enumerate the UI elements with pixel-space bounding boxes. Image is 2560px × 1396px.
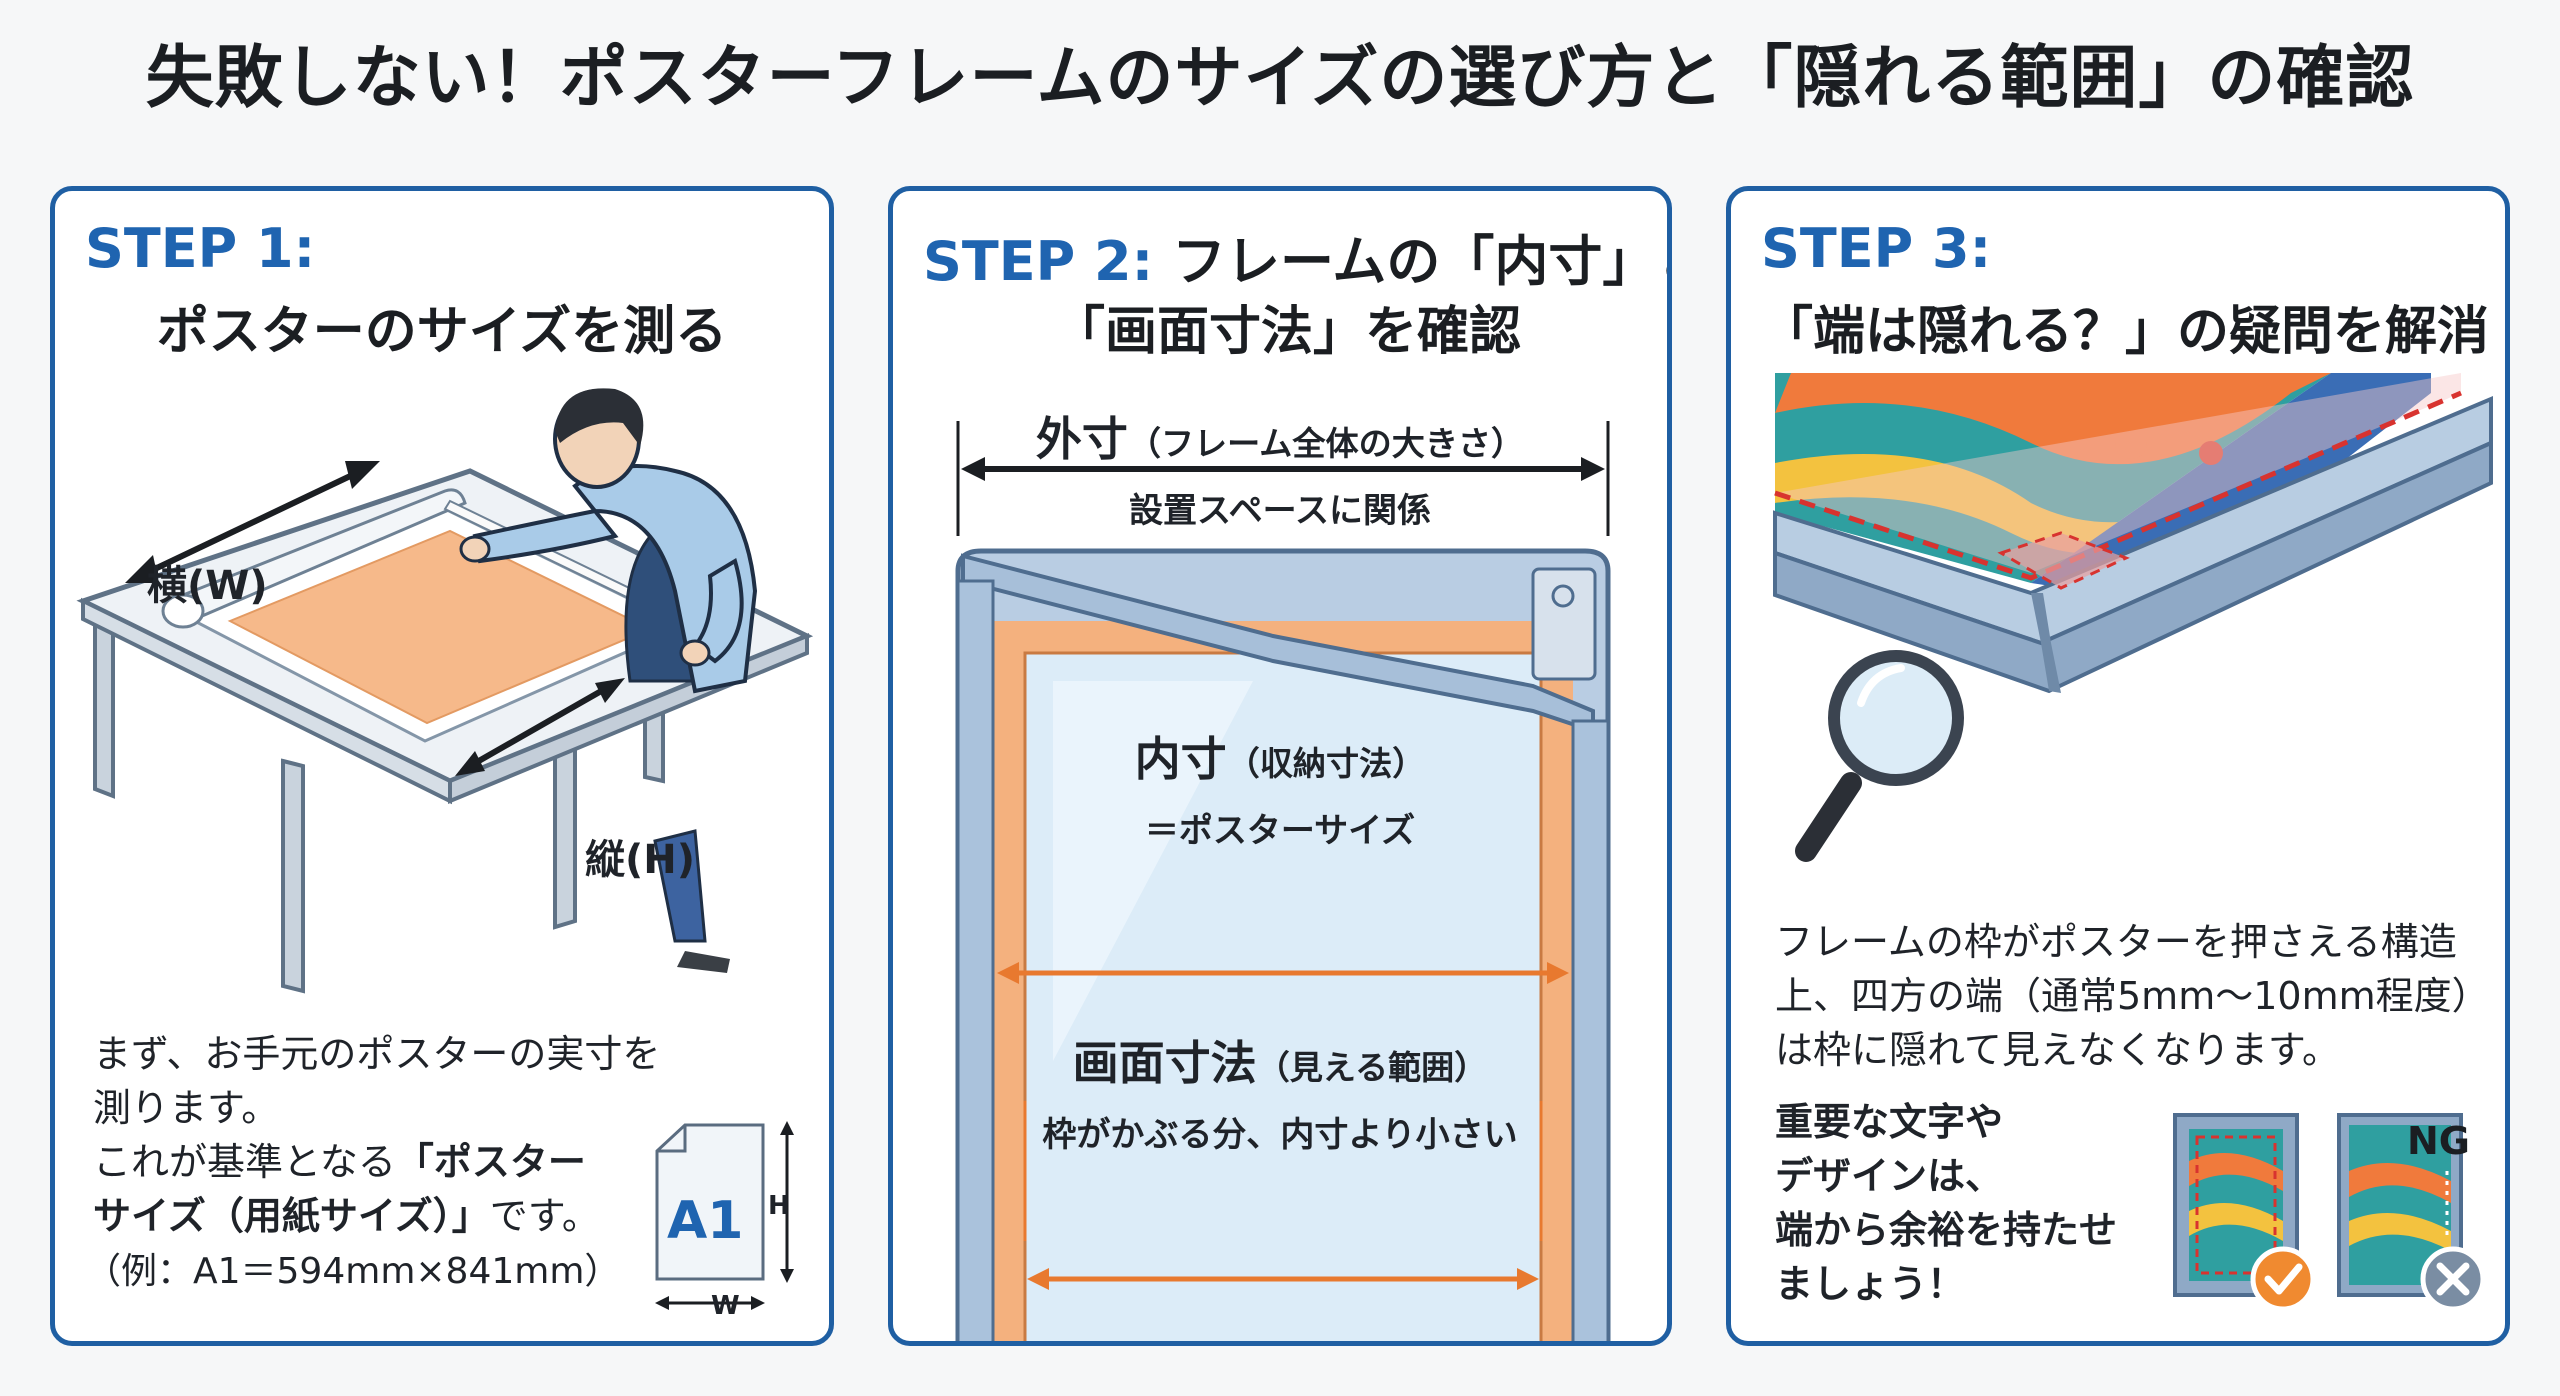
step3-tip-line1: 重要な文字や <box>1775 1100 2004 1144</box>
step3-tip-line3: 端から余裕を持たせ <box>1775 1208 2118 1252</box>
step1-body-line3-a: これが基準となる <box>93 1140 396 1184</box>
inner-main: 内寸 <box>1134 732 1227 786</box>
person-figure <box>459 388 758 973</box>
step1-example: （例：A1＝594mm×841mm） <box>85 1251 621 1292</box>
step1-body-line4-b: です。 <box>489 1194 600 1238</box>
paper-label: A1 <box>667 1191 744 1251</box>
outer-main: 外寸 <box>1035 412 1128 466</box>
view-note: （見える範囲） <box>1256 1048 1488 1087</box>
step2-panel: STEP 2: フレームの「内寸」と 「画面寸法」を確認 外寸（フレーム全体の大 <box>888 186 1672 1346</box>
inner-note: （収納寸法） <box>1226 744 1426 783</box>
frame-edge-illustration <box>1773 373 2493 862</box>
step3-tip-line4: ましょう！ <box>1775 1262 1966 1306</box>
view-dimension-label: 画面寸法（見える範囲） <box>893 1027 1667 1093</box>
width-label: 横(W) <box>147 563 268 609</box>
step3-tip-line2: デザインは、 <box>1775 1154 2004 1198</box>
step3-body-line3: は枠に隠れて見えなくなります。 <box>1775 1028 2341 1072</box>
frame-diagram <box>955 421 1611 1341</box>
step1-label: STEP 1: <box>85 217 316 280</box>
step2-label: STEP 2: <box>923 230 1154 293</box>
outer-sub: 設置スペースに関係 <box>1129 491 1431 531</box>
ok-example <box>2173 1113 2316 1311</box>
step3-panel: STEP 3: 「端は隠れる？」の疑問を解消 フレームの枠がポスターを押さえる構… <box>1726 186 2510 1346</box>
step1-body-line1: まず、お手元のポスターの実寸を <box>93 1032 661 1076</box>
step1-body-line3: これが基準となる「ポスター <box>93 1135 586 1189</box>
measuring-illustration <box>76 388 814 994</box>
step1-body-line2: 測ります。 <box>93 1086 280 1130</box>
ng-label: NG <box>2407 1119 2470 1163</box>
inner-dimension-label: 内寸（収納寸法） <box>893 723 1667 789</box>
hidden-edge-line <box>1774 390 2462 581</box>
outer-note: （フレーム全体の大きさ） <box>1127 424 1525 463</box>
step3-heading: 「端は隠れる？」の疑問を解消 <box>1761 302 2490 362</box>
step1-body-line4-a: サイズ（用紙サイズ）」 <box>93 1194 490 1238</box>
ng-example <box>2337 1113 2486 1311</box>
view-sub: 枠がかぶる分、内寸より小さい <box>1042 1115 1518 1155</box>
step1-panel: STEP 1: ポスターのサイズを測る <box>50 186 834 1346</box>
step1-body-line4: サイズ（用紙サイズ）」です。 <box>93 1189 600 1243</box>
ok-check-icon <box>2250 1246 2316 1311</box>
step2-heading-line2: 「画面寸法」を確認 <box>1053 302 1522 362</box>
inner-sub: ＝ポスターサイズ <box>1144 811 1416 851</box>
step3-body-line2: 上、四方の端（通常5mm〜10mm程度） <box>1775 974 2490 1018</box>
paper-h-label: H <box>768 1191 790 1221</box>
step3-label: STEP 3: <box>1761 217 1992 280</box>
step2-heading-text: フレームの「内寸」と <box>1171 230 1672 293</box>
step2-heading-line1: STEP 2: フレームの「内寸」と <box>923 217 1672 296</box>
step1-heading: ポスターのサイズを測る <box>156 302 728 362</box>
paper-size-icon <box>655 1121 794 1310</box>
step1-body-line3-b: 「ポスター <box>395 1140 586 1184</box>
magnifier-icon <box>1795 650 1964 862</box>
page-title: 失敗しない！ポスターフレームのサイズの選び方と「隠れる範囲」の確認 <box>145 39 2415 118</box>
step3-body-line1: フレームの枠がポスターを押さえる構造 <box>1775 920 2457 964</box>
paper-w-label: W <box>711 1291 740 1321</box>
outer-dimension-label: 外寸（フレーム全体の大きさ） <box>893 403 1667 469</box>
height-label: 縦(H) <box>585 837 696 883</box>
view-main: 画面寸法 <box>1072 1036 1257 1090</box>
